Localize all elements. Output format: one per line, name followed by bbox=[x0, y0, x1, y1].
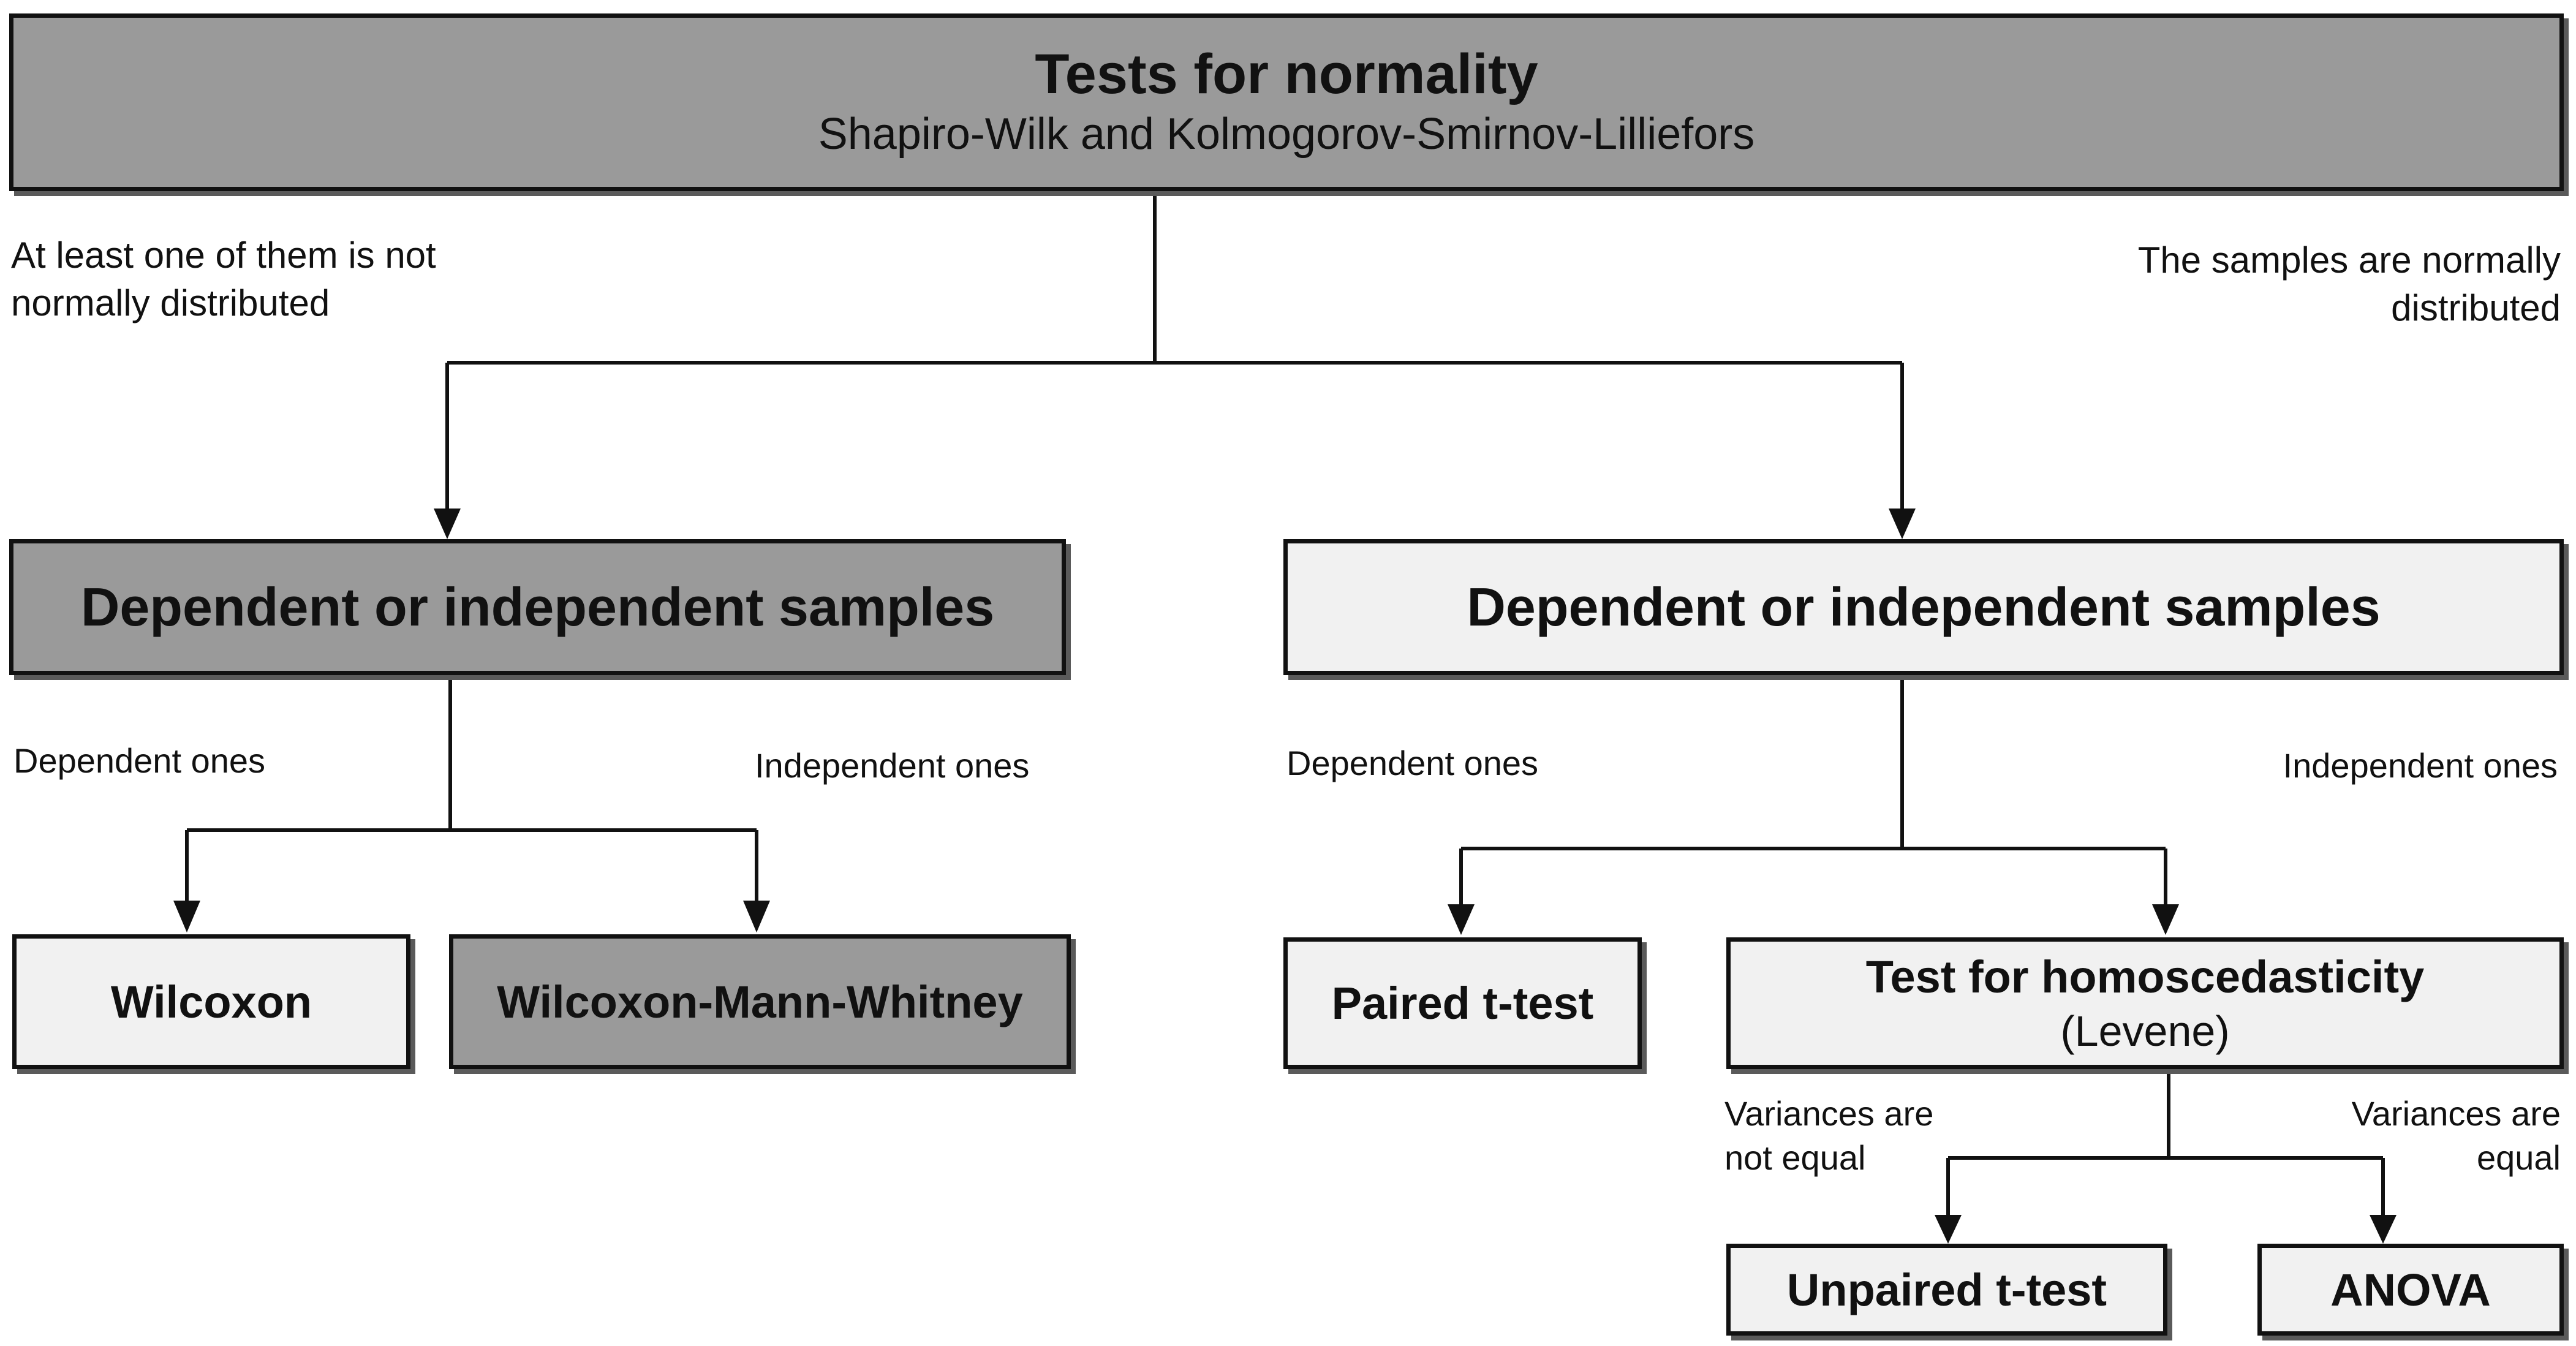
wilcoxon-node: Wilcoxon bbox=[12, 934, 410, 1069]
right-independent-label: Independent ones bbox=[2283, 746, 2558, 785]
homoscedasticity-subtitle: (Levene) bbox=[2060, 1007, 2230, 1055]
label-normal: The samples are normally distributed bbox=[2137, 240, 2561, 328]
homoscedasticity-node: Test for homoscedasticity (Levene) bbox=[1726, 937, 2564, 1069]
arrow-to-paired bbox=[1448, 904, 1475, 935]
arrow-to-wilcoxon bbox=[173, 901, 200, 932]
right-branch-node: Dependent or independent samples bbox=[1283, 539, 2564, 675]
root-title: Tests for normality bbox=[1035, 43, 1538, 105]
homoscedasticity-title: Test for homoscedasticity bbox=[1865, 951, 2425, 1002]
arrow-to-wmw bbox=[743, 901, 770, 932]
arrow-to-unpaired bbox=[1935, 1215, 1962, 1244]
variances-not-equal-label: Variances are not equal bbox=[1724, 1094, 1934, 1177]
paired-t-test-label: Paired t-test bbox=[1331, 978, 1594, 1029]
arrow-to-anova bbox=[2370, 1215, 2397, 1244]
left-branch-node: Dependent or independent samples bbox=[9, 539, 1066, 675]
anova-label: ANOVA bbox=[2330, 1264, 2491, 1315]
arrow-to-homoscedasticity bbox=[2152, 904, 2179, 935]
wilcoxon-label: Wilcoxon bbox=[110, 976, 312, 1027]
root-node: Tests for normality Shapiro-Wilk and Kol… bbox=[9, 13, 2564, 191]
wmw-node: Wilcoxon-Mann-Whitney bbox=[449, 934, 1071, 1069]
right-dependent-label: Dependent ones bbox=[1286, 744, 1539, 782]
unpaired-t-test-label: Unpaired t-test bbox=[1786, 1264, 2107, 1315]
right-branch-title: Dependent or independent samples bbox=[1467, 577, 2381, 637]
label-not-normal: At least one of them is not normally dis… bbox=[11, 235, 436, 323]
left-independent-label: Independent ones bbox=[755, 746, 1030, 785]
left-branch-title: Dependent or independent samples bbox=[80, 577, 995, 637]
left-dependent-label: Dependent ones bbox=[13, 741, 266, 780]
variances-equal-label: Variances are equal bbox=[2351, 1094, 2561, 1177]
root-subtitle: Shapiro-Wilk and Kolmogorov-Smirnov-Lill… bbox=[818, 110, 1755, 159]
arrow-to-right-branch bbox=[1889, 509, 1916, 539]
paired-t-test-node: Paired t-test bbox=[1283, 937, 1642, 1069]
arrow-to-left-branch bbox=[434, 509, 461, 539]
unpaired-t-test-node: Unpaired t-test bbox=[1726, 1244, 2167, 1336]
anova-node: ANOVA bbox=[2257, 1244, 2564, 1336]
wmw-label: Wilcoxon-Mann-Whitney bbox=[497, 976, 1023, 1027]
